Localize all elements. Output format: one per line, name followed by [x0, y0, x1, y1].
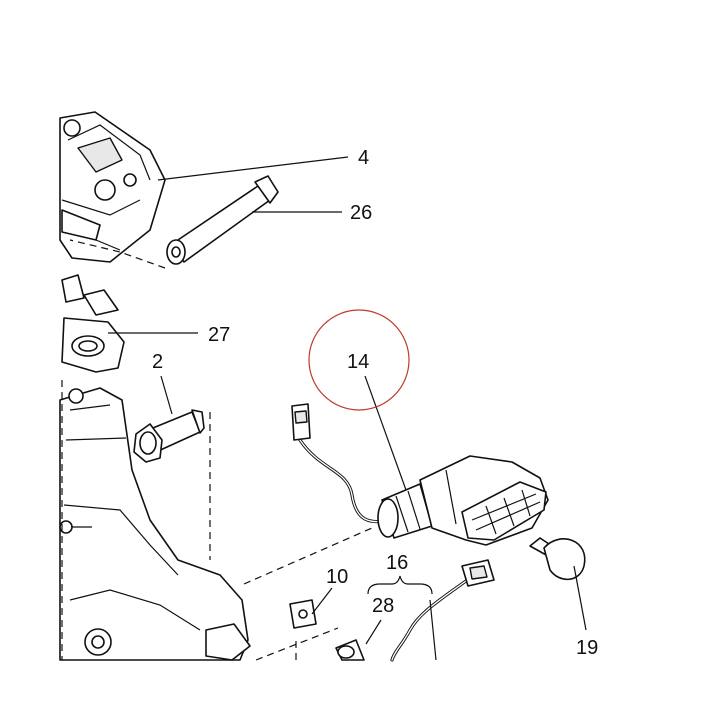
bulb-28 [335, 639, 365, 661]
plate-27 [61, 274, 125, 373]
callout-26: 26 [350, 202, 372, 224]
clip-nut-10 [289, 599, 317, 629]
wire-harness-16 [390, 559, 495, 662]
callout-14: 14 [347, 351, 369, 373]
callout-19: 19 [576, 637, 598, 659]
highlight-circle [308, 309, 410, 411]
callout-4: 4 [358, 147, 369, 169]
brace-16 [367, 575, 433, 595]
spacer-bolt-2 [133, 409, 205, 463]
callout-10: 10 [326, 566, 348, 588]
bolt-26 [166, 175, 279, 265]
callout-16: 16 [386, 552, 408, 574]
callout-2: 2 [152, 351, 163, 373]
turn-signal-14 [291, 403, 549, 546]
assembly-lines [61, 239, 373, 661]
upper-bracket [59, 111, 166, 263]
callout-27: 27 [208, 324, 230, 346]
screw-small [59, 520, 92, 534]
leader-lines [108, 156, 587, 661]
callout-28: 28 [372, 595, 394, 617]
bulb-19 [529, 537, 586, 581]
lower-frame [59, 387, 251, 661]
